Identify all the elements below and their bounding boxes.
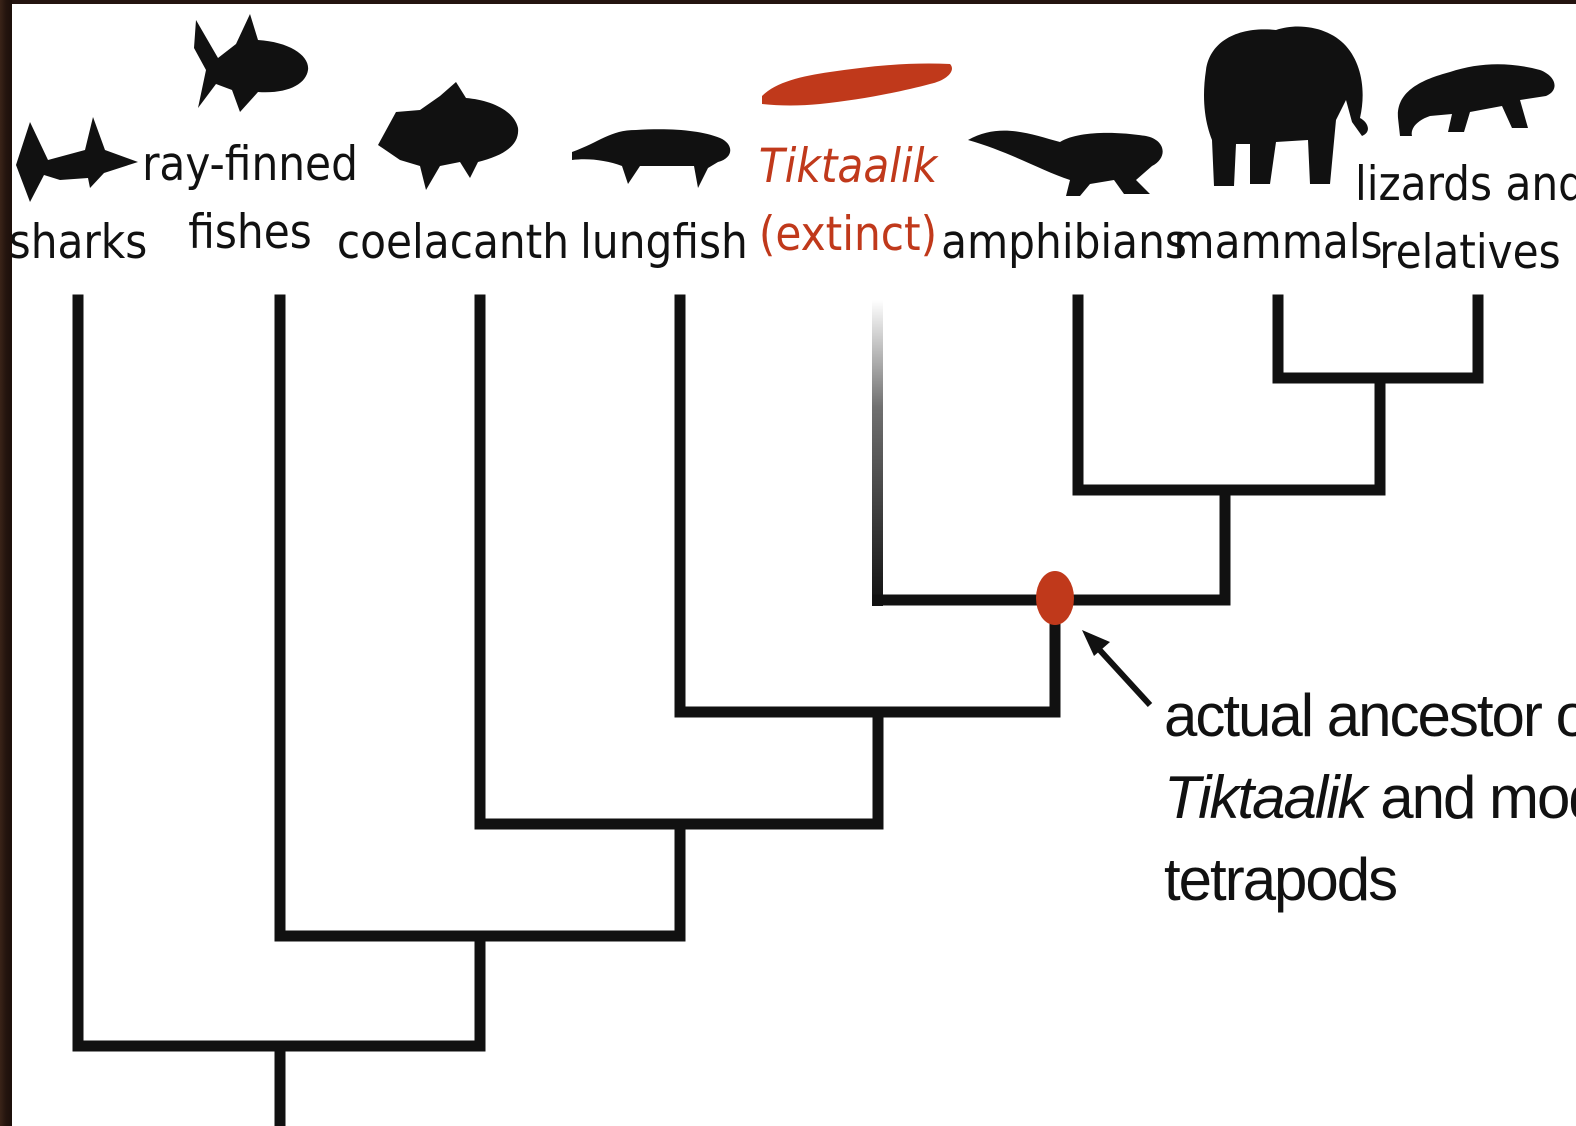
node-amphibian-split (1078, 300, 1380, 490)
annotation-arrow (1082, 630, 1150, 705)
annotation-line2-rest: and modern (1366, 764, 1576, 831)
taxon-label-coelacanth: coelacanth (337, 215, 569, 270)
elephant-icon (1204, 27, 1368, 186)
taxon-label-tiktaalik-line2: (extinct) (759, 207, 937, 262)
taxon-labels: sharks ray-finned fishes coelacanth lung… (12, 137, 1576, 280)
taxon-label-lizards-line2: relatives (1379, 225, 1560, 280)
annotation-line3: tetrapods (1164, 846, 1396, 913)
ancestor-annotation: actual ancestor of Tiktaalik and modern … (1164, 682, 1576, 913)
annotation-line2-italic: Tiktaalik (1164, 764, 1371, 831)
phylogeny-panel: sharks ray-finned fishes coelacanth lung… (12, 4, 1576, 1126)
shark-icon (16, 117, 138, 202)
tiktaalik-icon (762, 63, 952, 105)
node-lungfish-split (680, 300, 1055, 712)
annotation-line1: actual ancestor of (1164, 682, 1576, 749)
taxon-label-ray-finned-line1: ray-finned (142, 137, 358, 192)
ray-finned-fish-icon (194, 14, 308, 112)
node-amniote-split (1278, 300, 1478, 378)
amphibian-icon (968, 131, 1163, 196)
lizard-icon (1398, 64, 1555, 136)
taxon-label-mammals: mammals (1173, 215, 1382, 270)
tiktaalik-branch (872, 300, 883, 606)
lungfish-icon (572, 129, 730, 188)
ancestor-node-marker (1036, 571, 1074, 625)
taxon-label-amphibians: amphibians (941, 215, 1187, 270)
taxon-label-lizards-line1: lizards and (1355, 157, 1576, 212)
phylogenetic-tree: sharks ray-finned fishes coelacanth lung… (12, 4, 1576, 1126)
taxon-label-lungfish: lungfish (580, 215, 748, 270)
taxon-label-sharks: sharks (12, 215, 147, 270)
taxon-label-tiktaalik-line1: Tiktaalik (759, 139, 939, 194)
annotation-line2: Tiktaalik and modern (1164, 764, 1576, 831)
coelacanth-icon (378, 82, 518, 190)
taxon-label-ray-finned-line2: fishes (188, 205, 312, 260)
